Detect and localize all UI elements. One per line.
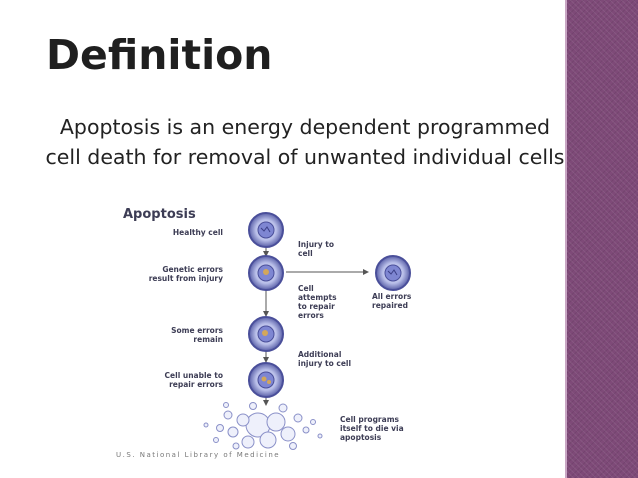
label-additional-1: Additional <box>298 350 341 359</box>
repaired-cell-icon <box>375 255 411 291</box>
diagram-title: Apoptosis <box>123 207 196 222</box>
label-genetic-errors-2: result from injury <box>149 274 223 283</box>
label-programs-1: Cell programs <box>340 415 400 424</box>
apoptosis-diagram: Apoptosis Healthy cell Genetic errors re… <box>116 207 412 459</box>
injured-cell-icon <box>248 255 284 291</box>
label-all-repaired-2: repaired <box>372 301 408 310</box>
label-injury-1: Injury to <box>298 240 334 249</box>
label-attempts-4: errors <box>298 311 324 320</box>
healthy-cell-icon <box>248 212 284 248</box>
decorative-side-panel <box>567 0 638 478</box>
label-genetic-errors-1: Genetic errors <box>162 265 223 274</box>
label-attempts-3: to repair <box>298 302 335 311</box>
label-attempts-2: attempts <box>298 293 337 302</box>
errors-remain-cell-icon <box>248 316 284 352</box>
label-healthy-cell: Healthy cell <box>173 228 223 237</box>
label-unable-1: Cell unable to <box>165 371 223 380</box>
label-some-errors-2: remain <box>193 335 223 344</box>
label-programs-2: itself to die via <box>340 424 404 433</box>
label-attempts-1: Cell <box>298 284 314 293</box>
label-all-repaired-1: All errors <box>372 292 412 301</box>
definition-text: Apoptosis is an energy dependent program… <box>45 115 565 169</box>
label-additional-2: injury to cell <box>298 359 351 368</box>
label-programs-3: apoptosis <box>340 433 382 442</box>
panel-divider <box>565 0 567 478</box>
label-some-errors-1: Some errors <box>171 326 223 335</box>
apoptotic-bodies-icon <box>203 402 323 450</box>
image-credit: U.S. National Library of Medicine <box>116 451 280 459</box>
slide-title: Definition <box>46 31 273 79</box>
label-injury-2: cell <box>298 249 313 258</box>
label-unable-2: repair errors <box>169 380 223 389</box>
unrepaired-cell-icon <box>248 362 284 398</box>
